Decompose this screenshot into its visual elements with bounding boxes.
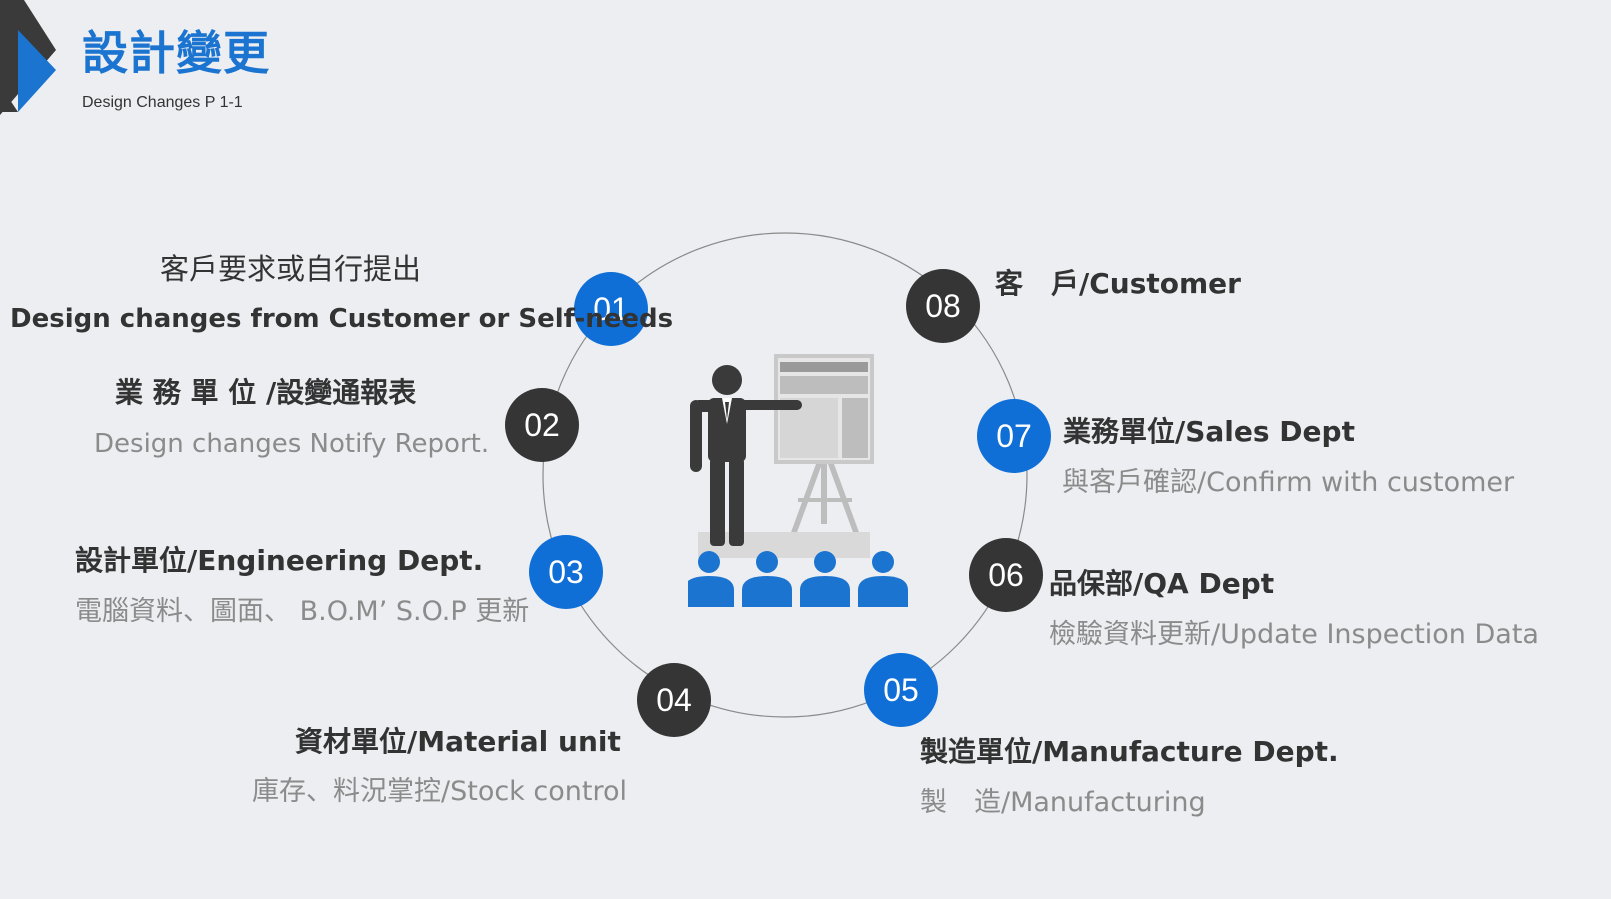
step-01-description: Design changes from Customer or Self-nee… <box>10 304 674 334</box>
step-08-badge: 08 <box>906 269 980 343</box>
corner-chevron-icon <box>0 0 56 115</box>
step-08-title: 客 戶/Customer <box>995 267 1241 300</box>
step-07-description: 與客戶確認/Confirm with customer <box>1062 467 1515 498</box>
step-04-description: 庫存、料況掌控/Stock control <box>252 776 627 807</box>
step-06-description: 檢驗資料更新/Update Inspection Data <box>1049 619 1539 650</box>
presenter-icon <box>688 354 908 607</box>
page-title: 設計變更 <box>82 26 270 80</box>
step-01-badge: 01 <box>574 272 648 346</box>
step-07-title: 業務單位/Sales Dept <box>1063 415 1355 448</box>
audience-icon <box>688 551 908 607</box>
step-03-description: 電腦資料、圖面、 B.O.M’ S.O.P 更新 <box>75 596 530 627</box>
step-04-title: 資材單位/Material unit <box>295 725 621 758</box>
step-06-badge: 06 <box>969 538 1043 612</box>
step-02-title: 業 務 單 位 /設變通報表 <box>115 376 417 409</box>
step-03-badge: 03 <box>529 535 603 609</box>
step-02-description: Design changes Notify Report. <box>94 429 490 459</box>
step-07-badge: 07 <box>977 399 1051 473</box>
step-03-title: 設計單位/Engineering Dept. <box>75 544 484 577</box>
step-05-badge: 05 <box>864 653 938 727</box>
step-05-description: 製 造/Manufacturing <box>920 787 1206 818</box>
page-subtitle: Design Changes P 1-1 <box>82 94 243 111</box>
step-06-title: 品保部/QA Dept <box>1049 567 1275 600</box>
step-02-badge: 02 <box>505 388 579 462</box>
step-05-title: 製造單位/Manufacture Dept. <box>920 735 1339 768</box>
step-04-badge: 04 <box>637 663 711 737</box>
step-01-title: 客戶要求或自行提出 <box>160 252 422 286</box>
